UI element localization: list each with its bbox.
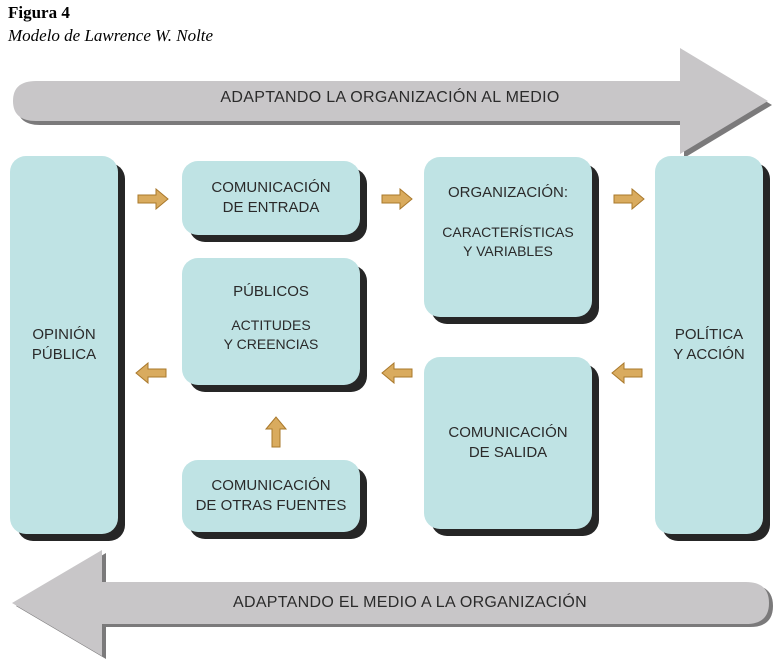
top-band-arrow [13, 48, 772, 158]
publicos-line2: Y CREENCIAS [223, 336, 319, 353]
organizacion-box: ORGANIZACIÓN: CARACTERÍSTICAS Y VARIABLE… [424, 157, 592, 317]
arrow-up-icon [264, 415, 288, 449]
publicos-title: PÚBLICOS [233, 283, 309, 300]
arrow-right-icon [380, 188, 414, 210]
entrada-line2: DE ENTRADA [222, 199, 320, 216]
comunicacion-salida-box: COMUNICACIÓN DE SALIDA [424, 357, 592, 529]
arrow-right-icon [136, 188, 170, 210]
organizacion-line1: CARACTERÍSTICAS [442, 224, 574, 241]
otras-line2: DE OTRAS FUENTES [195, 497, 347, 514]
figure-caption: Modelo de Lawrence W. Nolte [8, 26, 214, 45]
arrow-left-icon [134, 362, 168, 384]
top-band-label: ADAPTANDO LA ORGANIZACIÓN AL MEDIO [220, 89, 560, 106]
organizacion-line2: Y VARIABLES [463, 243, 553, 260]
figure-label: Figura 4 [8, 3, 70, 22]
opinion-line2: PÚBLICA [31, 346, 97, 363]
bottom-band-label: ADAPTANDO EL MEDIO A LA ORGANIZACIÓN [233, 594, 587, 611]
bottom-band-arrow [12, 550, 773, 659]
politica-accion-box: POLÍTICA Y ACCIÓN [655, 156, 763, 534]
salida-line1: COMUNICACIÓN [448, 423, 568, 441]
otras-line1: COMUNICACIÓN [211, 476, 331, 494]
opinion-line1: OPINIÓN [32, 325, 96, 343]
comunicacion-otras-box: COMUNICACIÓN DE OTRAS FUENTES [182, 460, 360, 532]
arrow-left-icon [380, 362, 414, 384]
publicos-line1: ACTITUDES [231, 317, 311, 334]
salida-line2: DE SALIDA [468, 444, 548, 461]
politica-line1: POLÍTICA [674, 325, 744, 343]
politica-line2: Y ACCIÓN [673, 346, 745, 363]
publicos-box: PÚBLICOS ACTITUDES Y CREENCIAS [182, 258, 360, 385]
arrow-right-icon [612, 188, 646, 210]
arrow-left-icon [610, 362, 644, 384]
organizacion-title: ORGANIZACIÓN: [447, 184, 568, 201]
opinion-publica-box: OPINIÓN PÚBLICA [10, 156, 118, 534]
entrada-line1: COMUNICACIÓN [211, 178, 331, 196]
comunicacion-entrada-box: COMUNICACIÓN DE ENTRADA [182, 161, 360, 235]
